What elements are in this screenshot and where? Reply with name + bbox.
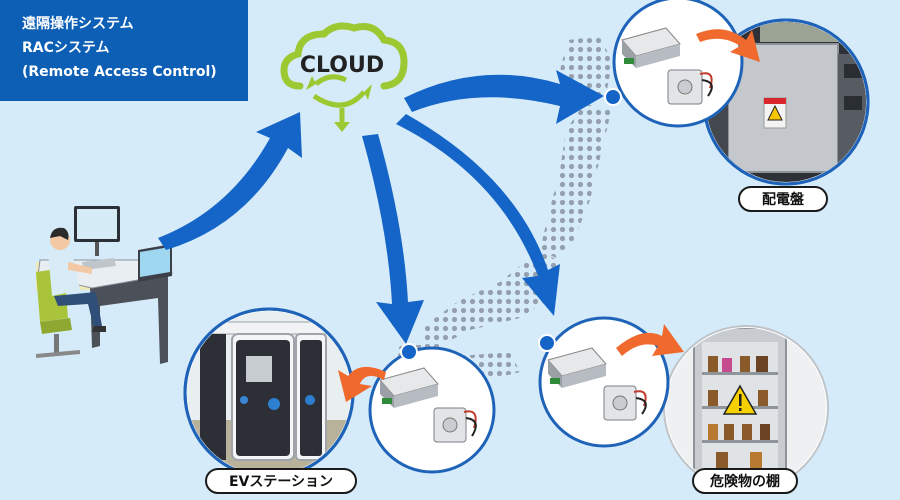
system-title-box: 遠隔操作システム RACシステム (Remote Access Control) xyxy=(0,0,248,101)
label-hazmat-shelf: 危険物の棚 xyxy=(692,468,798,494)
operator-workstation xyxy=(35,206,173,364)
arrow-device-to-ev xyxy=(338,366,386,402)
warning-triangle-icon xyxy=(722,384,758,415)
cloud-sync-icon xyxy=(280,22,408,132)
label-distribution-board: 配電盤 xyxy=(738,186,828,212)
arrow-device-to-shelf xyxy=(616,324,684,356)
title-line-2: RACシステム xyxy=(22,40,110,56)
title-line-1: 遠隔操作システム xyxy=(22,16,134,32)
arrow-device-to-panel xyxy=(696,29,760,62)
distribution-board-scene xyxy=(702,18,870,186)
rac-device-shelf xyxy=(538,316,670,448)
data-flow-arrows xyxy=(158,70,604,344)
arrow-cloud-to-shelf xyxy=(396,114,560,316)
cloud-label: CLOUD xyxy=(300,53,384,78)
label-ev-station: EVステーション xyxy=(205,468,357,494)
hazmat-shelf-scene xyxy=(663,325,829,491)
rac-device-ev xyxy=(368,343,496,474)
arrow-cloud-to-ev xyxy=(362,134,424,344)
title-line-3: (Remote Access Control) xyxy=(22,64,217,80)
ev-station-scene xyxy=(183,307,355,479)
rac-device-panel xyxy=(604,0,744,128)
arrow-user-to-cloud xyxy=(158,112,302,250)
arrow-cloud-to-panel xyxy=(404,70,604,124)
